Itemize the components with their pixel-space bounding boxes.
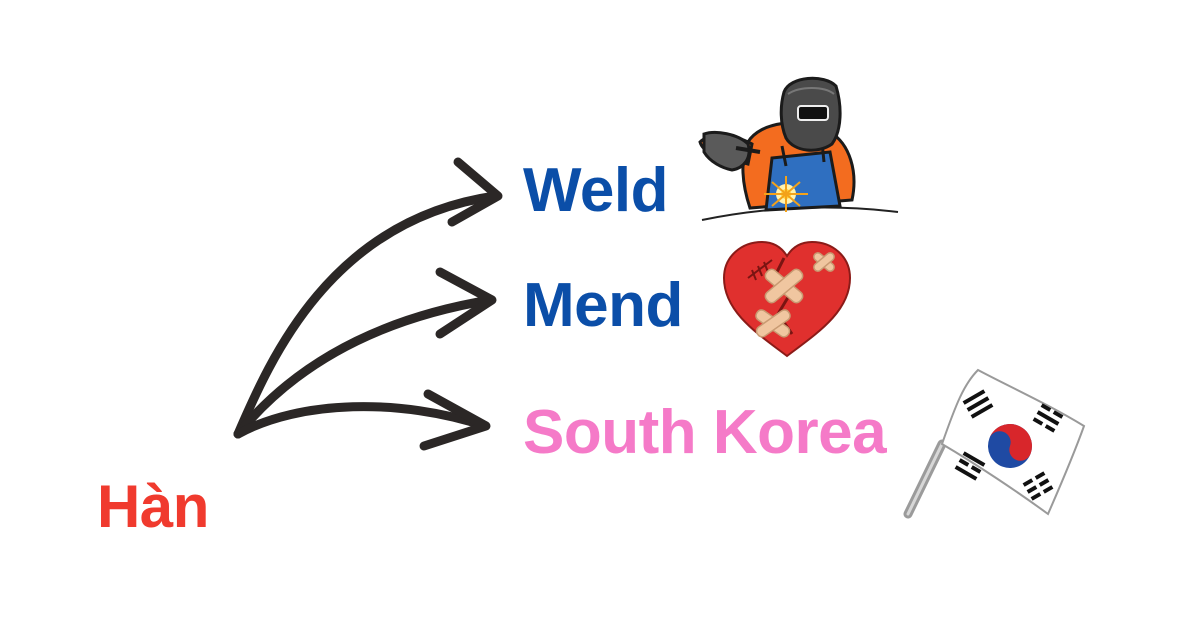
south-korea-flag-icon — [903, 368, 1086, 519]
arrow-to-weld — [233, 191, 500, 439]
welder-icon — [698, 76, 899, 221]
arrow-to-mend — [233, 295, 495, 439]
arrow-head-weld — [447, 157, 503, 227]
arrow-head-mend — [435, 267, 497, 339]
arrow-head-south-korea — [419, 389, 491, 451]
arrow-to-south-korea — [233, 402, 490, 439]
meaning-weld: Weld — [523, 156, 668, 225]
mended-heart-icon — [722, 240, 852, 358]
source-word: Hàn — [97, 473, 209, 540]
meaning-mend: Mend — [523, 271, 683, 340]
meaning-south-korea: South Korea — [523, 398, 887, 467]
